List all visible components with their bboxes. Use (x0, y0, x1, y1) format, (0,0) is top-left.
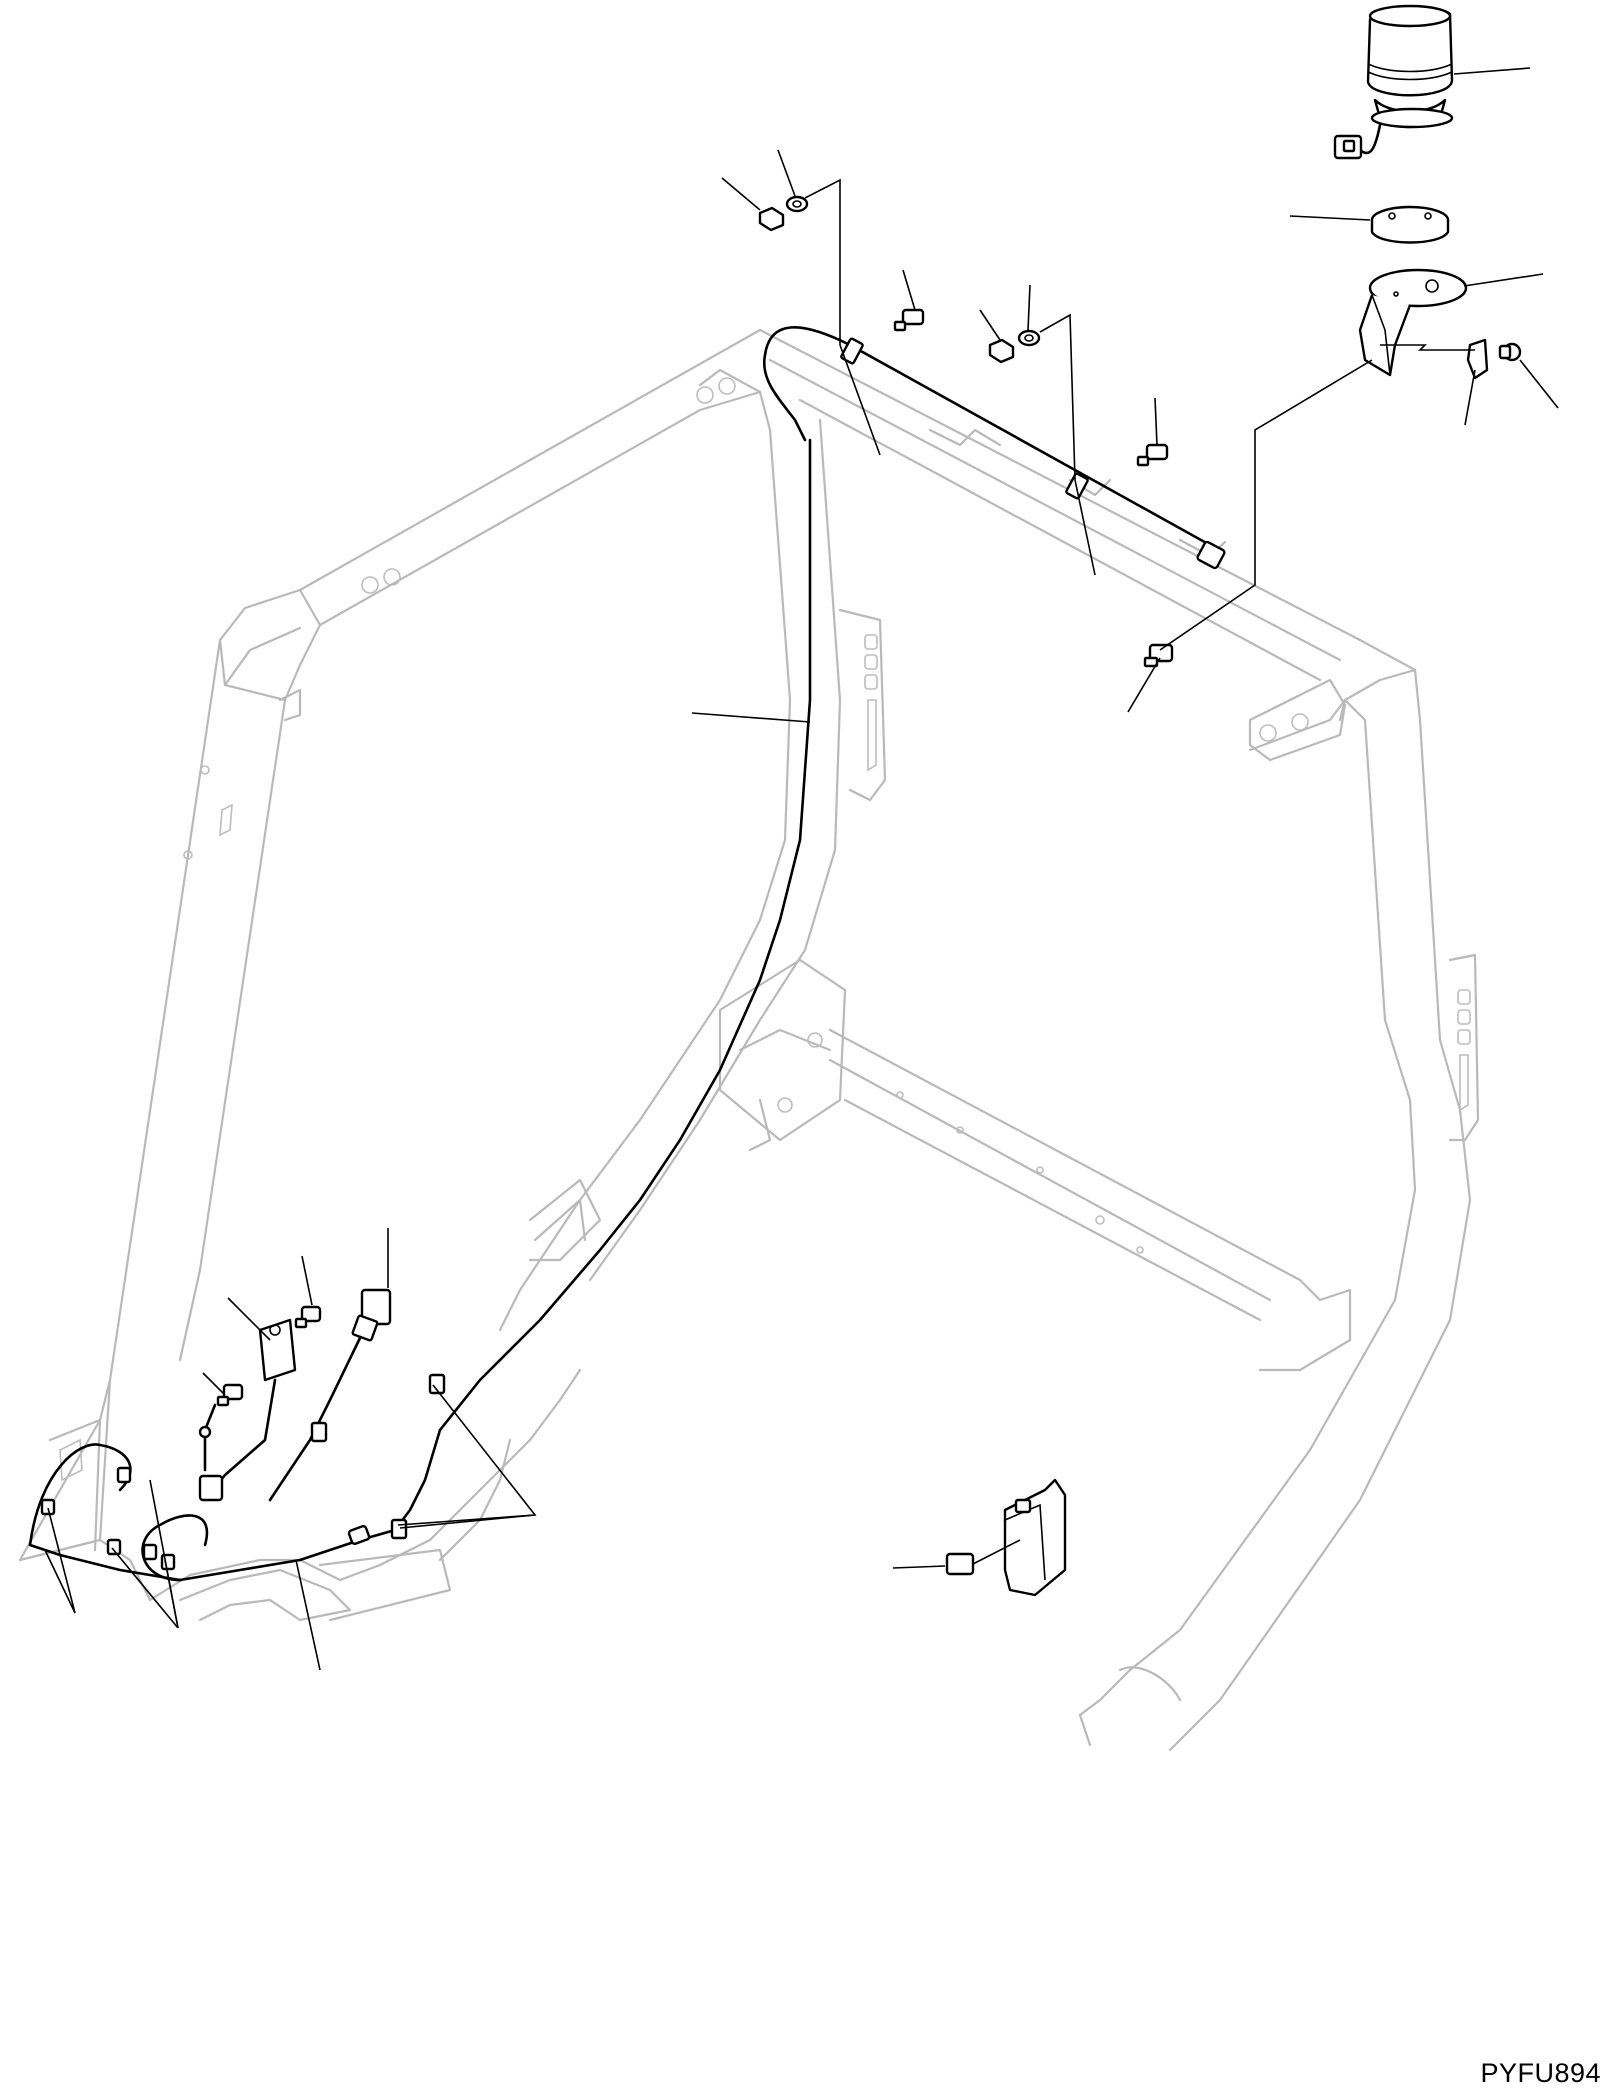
relay-icon (198, 1318, 297, 1502)
connector-cap-icon (945, 1478, 1067, 1597)
flange-bolt-icon (893, 308, 1174, 668)
cable-clamp-icon (40, 1466, 176, 1571)
leader-lines (44, 67, 1559, 1671)
drawing-code: PYFU894 (1480, 2058, 1601, 2088)
bracket-bolt-icon (1498, 342, 1522, 362)
wiring-harness-icon (28, 326, 1226, 1582)
lamp-gasket-icon (1370, 205, 1450, 244)
switch-icon (268, 1288, 392, 1502)
bracket-clip-icon (1466, 338, 1489, 380)
ground-bolt-icon (198, 1305, 322, 1472)
cab-frame-icon (18, 328, 1480, 1752)
washer-icon (785, 195, 1041, 347)
nut-icon (758, 206, 1015, 364)
lamp-bracket-icon (1358, 268, 1468, 377)
rotating-beacon-lamp-icon (1333, 4, 1454, 160)
